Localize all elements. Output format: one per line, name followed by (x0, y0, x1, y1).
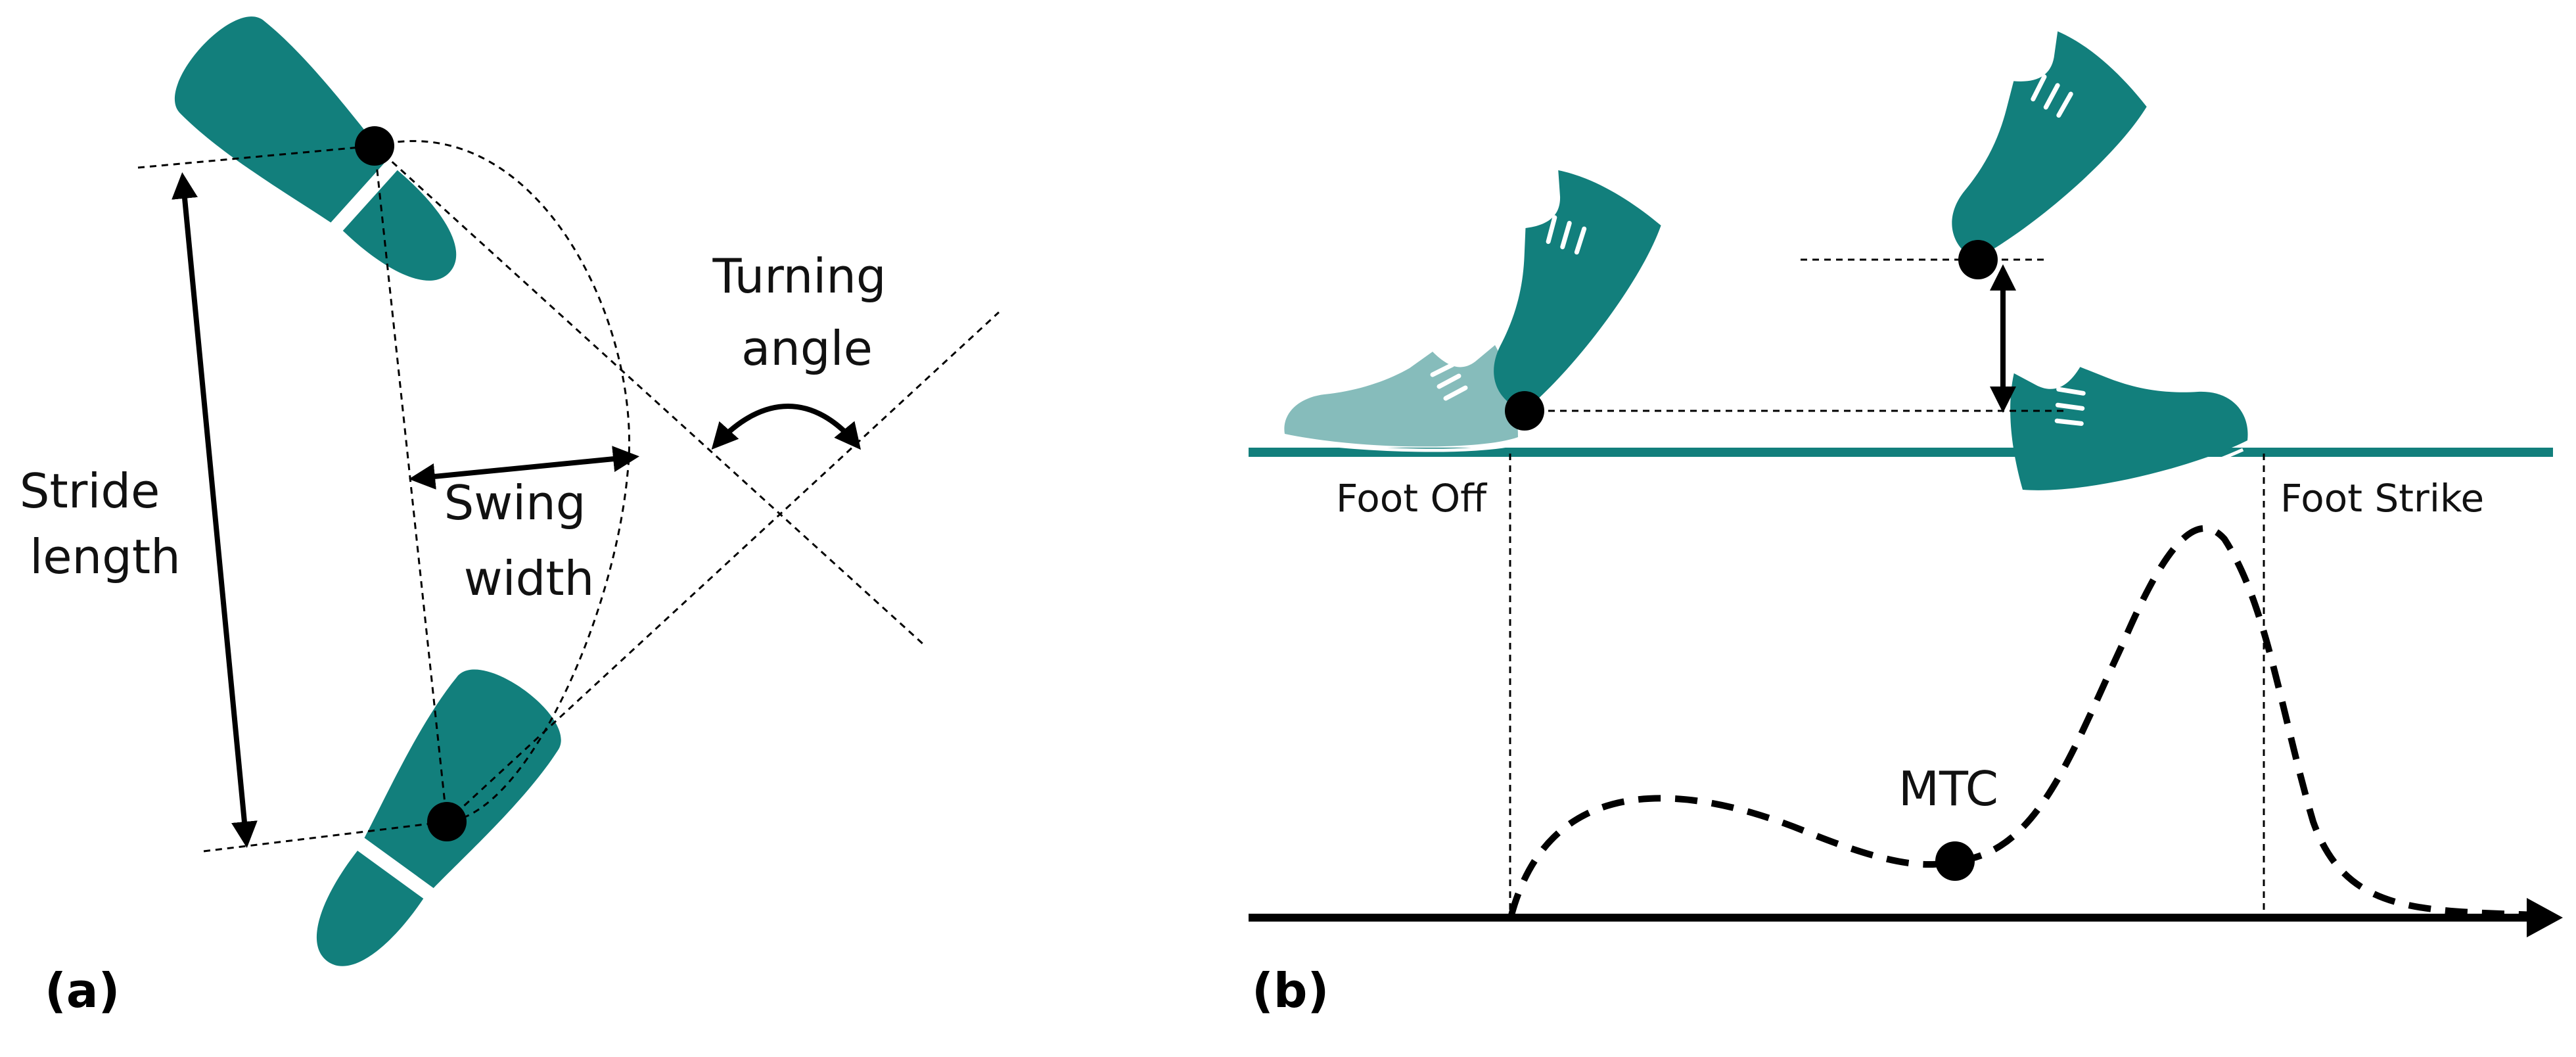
heel-point (355, 126, 394, 166)
shoe-icon (1952, 31, 2155, 263)
heel-point (427, 802, 467, 841)
foot-strike-label: Foot Strike (2280, 476, 2484, 521)
footprint-icon (316, 669, 561, 966)
footprint-icon (175, 16, 457, 281)
panel-b-label: (b) (1252, 963, 1329, 1018)
panel-b: Foot Off Foot Strike MTC (b) (1249, 31, 2563, 1018)
height-reference-lines (1509, 258, 2265, 915)
toe-point (1505, 391, 1544, 431)
time-axis-arrowhead (2527, 898, 2563, 937)
swing-width-arrow (409, 446, 639, 490)
toe-trajectory (1508, 525, 2537, 918)
turning-angle-label: Turning angle (712, 248, 902, 376)
toe-point (1958, 240, 1998, 279)
shoe-icon (1494, 170, 1670, 412)
shoe-icon (1284, 345, 1519, 452)
swing-width-label: Swing width (444, 475, 601, 606)
panel-a-label: (a) (45, 963, 120, 1018)
stride-length-arrow (172, 172, 258, 848)
stride-length-label: Stride length (20, 463, 181, 584)
mtc-point (1935, 841, 1975, 881)
turning-angle-arrow (711, 404, 862, 450)
panel-a: Stride length Swing width Turning angle … (20, 16, 1000, 1018)
foot-off-label: Foot Off (1336, 476, 1488, 521)
mtc-label: MTC (1898, 761, 1998, 816)
shoe-icon (2010, 367, 2248, 502)
